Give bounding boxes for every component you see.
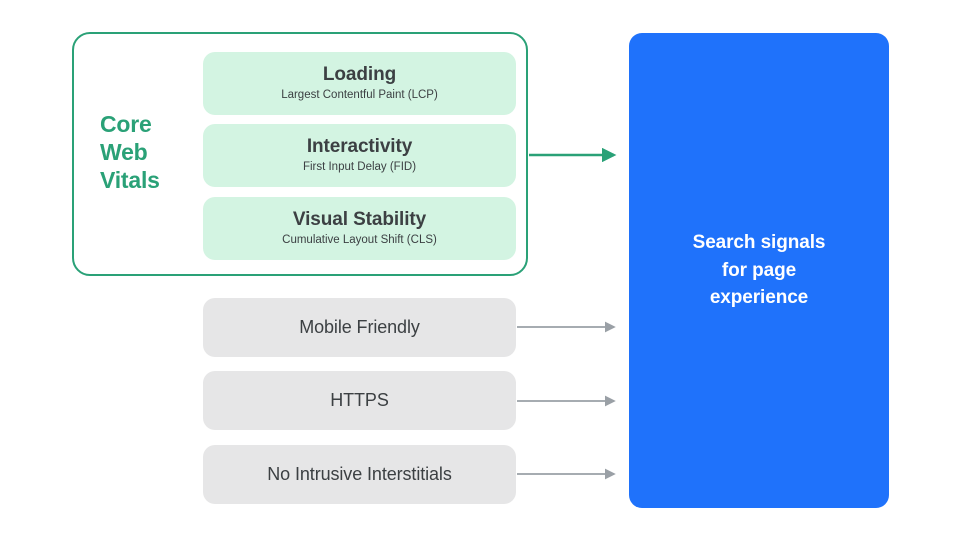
core-web-vitals-label: Core Web Vitals [100, 111, 160, 194]
metric-title-interactivity: Interactivity [306, 135, 413, 157]
signal-label-https: HTTPS [330, 390, 389, 410]
signal-https: HTTPS [203, 371, 516, 430]
metric-subtitle-visual-stability: Cumulative Layout Shift (CLS) [282, 234, 437, 247]
core-web-vitals-group [72, 32, 528, 276]
metric-card-loading: Loading Largest Contentful Paint (LCP) [203, 52, 516, 115]
signal-mobile-friendly: Mobile Friendly [203, 298, 516, 357]
signal-label-mobile-friendly: Mobile Friendly [299, 317, 420, 337]
metric-card-interactivity: Interactivity First Input Delay (FID) [203, 124, 516, 187]
metric-subtitle-interactivity: First Input Delay (FID) [302, 161, 417, 174]
metric-card-visual-stability: Visual Stability Cumulative Layout Shift… [203, 197, 516, 260]
signal-label-no-intrusive-interstitials: No Intrusive Interstitials [267, 464, 452, 484]
metric-subtitle-loading: Largest Contentful Paint (LCP) [281, 89, 438, 102]
signal-no-intrusive-interstitials: No Intrusive Interstitials [203, 445, 516, 504]
search-signals-box: Search signals for page experience [629, 33, 889, 508]
metric-title-visual-stability: Visual Stability [292, 208, 427, 230]
metric-title-loading: Loading [322, 63, 397, 85]
search-signals-label: Search signals for page experience [692, 232, 826, 309]
